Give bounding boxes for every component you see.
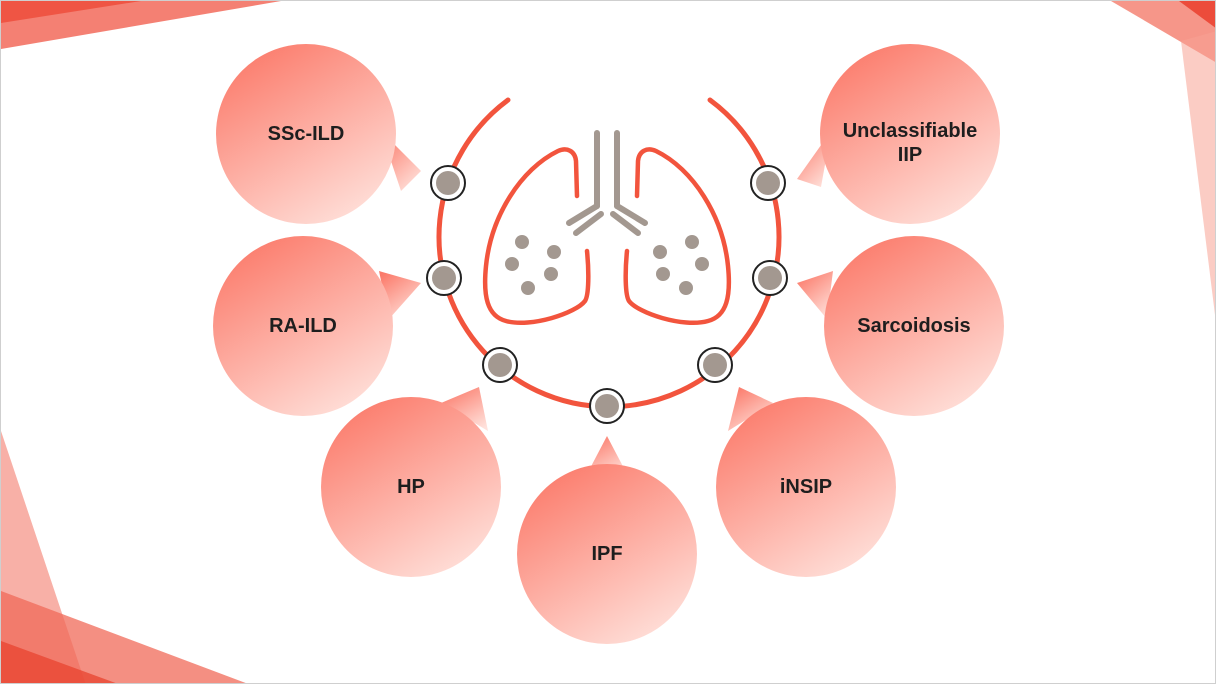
bubble-insip xyxy=(716,387,896,577)
ring-node-ipf xyxy=(589,388,625,424)
bubble-ipf xyxy=(517,436,697,644)
ring-node-ssc-ild xyxy=(430,165,466,201)
bubble-circle-insip xyxy=(716,397,896,577)
bubble-hp xyxy=(321,387,501,577)
category-bubbles xyxy=(213,44,1004,644)
bubble-circle-unclassifiable-iip xyxy=(820,44,1000,224)
ring-node-insip xyxy=(697,347,733,383)
bubble-label-ra-ild: RA-ILD xyxy=(269,315,337,337)
bubble-circle-ipf xyxy=(517,464,697,644)
ring-node-ra-ild xyxy=(426,260,462,296)
bubble-ra-ild xyxy=(213,236,421,416)
bubble-pointer-hp xyxy=(441,387,488,431)
bubble-label-sarcoidosis: Sarcoidosis xyxy=(857,315,971,337)
right-lung-outline xyxy=(623,147,732,326)
left-lung-outline xyxy=(482,147,591,326)
lung-nodules xyxy=(505,235,709,295)
bubble-label-ipf: IPF xyxy=(591,543,623,565)
bottom-left-shard xyxy=(1,431,246,683)
bubble-label-hp: HP xyxy=(397,476,425,498)
bubble-pointer-sarcoidosis xyxy=(797,271,833,319)
top-right-shard xyxy=(1111,1,1215,315)
top-left-shard xyxy=(1,1,281,49)
bubble-circle-ra-ild xyxy=(213,236,393,416)
bubble-sarcoidosis xyxy=(797,236,1004,416)
ring-node-unclassifiable-iip xyxy=(750,165,786,201)
lungs-icon xyxy=(482,130,732,326)
bubble-pointer-insip xyxy=(728,387,773,431)
bubble-circle-sarcoidosis xyxy=(824,236,1004,416)
bubble-label-insip: iNSIP xyxy=(779,476,833,498)
bubble-unclassifiable-iip xyxy=(797,44,1000,224)
ring-nodes xyxy=(426,165,788,424)
bubble-label-unclassifiable-iip: Unclassifiable IIP xyxy=(842,120,978,166)
bubble-ssc-ild xyxy=(216,44,421,224)
bubble-circle-ssc-ild xyxy=(216,44,396,224)
bubble-circle-hp xyxy=(321,397,501,577)
bubble-label-ssc-ild: SSc-ILD xyxy=(267,123,345,145)
trachea-icon xyxy=(566,130,648,236)
ring-node-sarcoidosis xyxy=(752,260,788,296)
ring-node-hp xyxy=(482,347,518,383)
